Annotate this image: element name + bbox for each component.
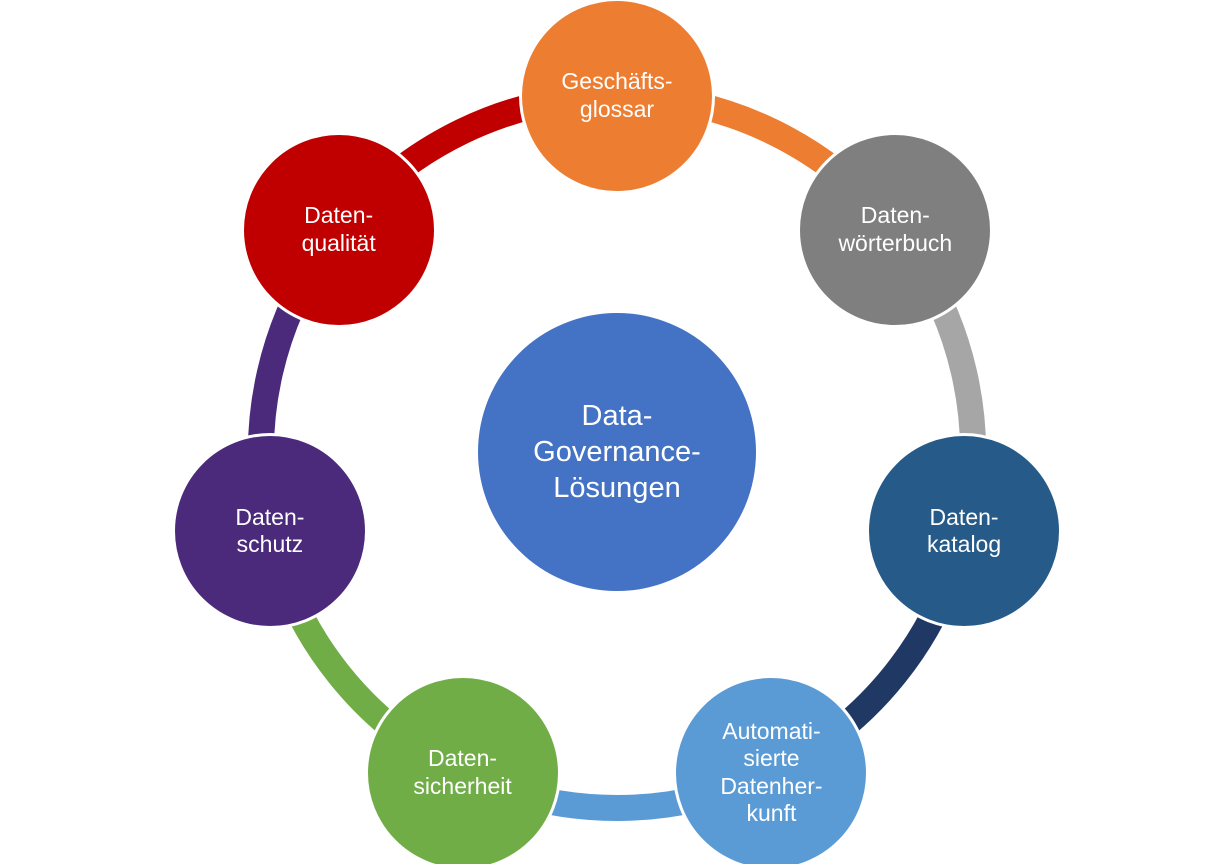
node-label: Daten-qualität [244, 202, 434, 257]
node-datenqualitaet: Daten-qualität [240, 132, 437, 329]
node-datenwoerterbuch: Daten-wörterbuch [797, 132, 994, 329]
node-label-line: Daten- [428, 745, 498, 772]
node-label-line: schutz [236, 531, 304, 558]
node-label: Daten-sicherheit [368, 745, 558, 800]
node-label-line: qualität [301, 230, 376, 257]
node-label-line: Daten- [860, 202, 930, 229]
node-datensicherheit: Daten-sicherheit [364, 674, 561, 864]
center-node-data-governance-loesungen: Data- Governance- Lösungen [478, 313, 756, 591]
node-label-line: katalog [926, 531, 1002, 558]
node-label-line: Daten- [235, 503, 305, 530]
center-label-line: Governance- [533, 435, 701, 468]
node-label-line: glossar [579, 96, 655, 122]
node-label-line: Daten- [304, 202, 374, 229]
center-label-line: Data- [581, 399, 653, 432]
node-label: Daten-schutz [175, 504, 365, 559]
node-label-line: Geschäfts- [561, 68, 673, 95]
node-label-line: wörterbuch [838, 230, 953, 257]
node-label-line: sicherheit [413, 772, 512, 799]
node-label: Daten-katalog [869, 504, 1059, 559]
node-label-line: Daten- [929, 503, 999, 530]
center-node-label: Data- Governance- Lösungen [478, 398, 756, 507]
node-geschaeftsglossar: Geschäfts-glossar [519, 0, 715, 194]
center-label-line: Lösungen [553, 472, 681, 505]
node-datenkatalog: Daten-katalog [866, 433, 1063, 630]
node-label-line: kunft [746, 800, 797, 827]
node-label-line: sierte [743, 745, 800, 772]
node-label: Geschäfts-glossar [522, 68, 712, 123]
node-label: Daten-wörterbuch [800, 202, 990, 257]
node-label-line: Automati- [722, 717, 821, 744]
node-label-line: Datenher- [720, 772, 823, 799]
node-datenschutz: Daten-schutz [171, 433, 368, 630]
